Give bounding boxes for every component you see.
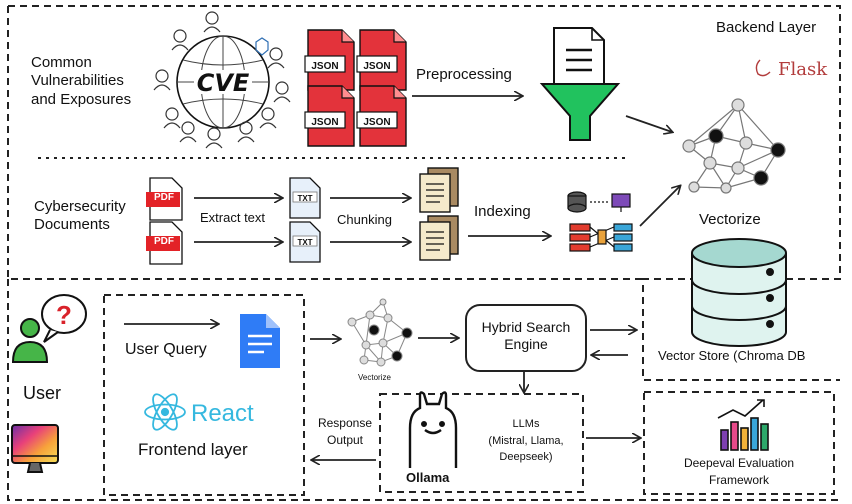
txt-file-icons (289, 177, 321, 263)
system-boundary (7, 279, 840, 501)
vectorize-small-label: Vectorize (358, 373, 391, 382)
user-icon (11, 294, 87, 363)
json-file-icons (304, 29, 407, 147)
flow-arrows (124, 96, 680, 460)
frontend-layer-box (103, 294, 305, 496)
backend-layer-title: Backend Layer (716, 19, 817, 36)
computer-monitor-icon (11, 424, 59, 473)
document-icon (240, 314, 280, 368)
react-logo-icon (144, 393, 186, 431)
json-tag-2: JSON (363, 61, 390, 72)
txt-tag-2: TXT (297, 238, 312, 247)
extract-text-label: Extract text (200, 210, 266, 225)
cve-logo-text: CVE (197, 69, 250, 97)
question-mark-icon: ? (56, 300, 72, 330)
llms-line1: LLMs (512, 418, 540, 430)
json-tag-4: JSON (363, 117, 390, 128)
vector-store-label: Vector Store (Chroma DB (658, 348, 806, 363)
flask-label: Flask (778, 59, 828, 80)
cve-label: Common Vulnerabilities and Exposures (31, 54, 131, 109)
ollama-label: Ollama (406, 470, 450, 485)
ollama-llama-icon (408, 391, 458, 468)
json-tag-1: JSON (311, 61, 338, 72)
response-line1: Response (317, 416, 373, 430)
eval-line2: Framework (708, 473, 769, 488)
documents-label-line1: Cybersecurity (34, 198, 126, 215)
user-label: User (23, 383, 62, 403)
llms-line2: (Mistral, Llama, (488, 434, 564, 447)
json-tag-3: JSON (311, 117, 338, 128)
document-chunk-icons (419, 167, 459, 261)
documents-label-line2: Documents (34, 216, 110, 234)
react-label: React (191, 400, 254, 427)
pdf-tag-1: PDF (154, 192, 174, 203)
evaluation-chart-icon (717, 399, 769, 451)
response-output-label: Response Output (310, 415, 380, 450)
hybrid-line1: Hybrid Search (481, 319, 571, 335)
vectorize-graph-small-icon (347, 298, 413, 367)
response-line2: Output (326, 433, 364, 448)
deepeval-label: Deepeval Evaluation Framework (664, 455, 814, 490)
llms-box (379, 393, 584, 493)
llms-label: LLMs (Mistral, Llama, Deepseek) (470, 416, 582, 466)
index-structure-icon (567, 191, 633, 252)
frontend-layer-title: Frontend layer (138, 440, 248, 459)
cve-globe-icon (176, 35, 270, 129)
arrow-index-to-vectors (639, 186, 680, 227)
vector-store-database-icon (691, 238, 787, 347)
user-query-label: User Query (125, 341, 207, 358)
deepeval-box (643, 391, 835, 495)
pdf-tag-2: PDF (154, 236, 174, 247)
pdf-file-icons (146, 177, 183, 265)
cve-label-line1: Common (31, 54, 92, 71)
preprocessing-label: Preprocessing (416, 66, 512, 83)
people-icons (153, 11, 291, 149)
indexing-label: Indexing (474, 203, 531, 220)
documents-label: Cybersecurity Documents (34, 198, 126, 235)
hybrid-search-engine-label: Hybrid Search Engine (466, 319, 586, 353)
funnel-filter-icon (539, 27, 621, 141)
flask-logo-icon (755, 59, 771, 77)
cve-label-line2: Vulnerabilities (31, 72, 124, 90)
llms-line3: Deepseek) (499, 451, 553, 463)
txt-tag-1: TXT (297, 194, 312, 203)
vectorize-label: Vectorize (699, 211, 761, 228)
arrow-funnel-to-vectors (625, 115, 672, 132)
hybrid-line2: Engine (504, 336, 548, 353)
chunking-label: Chunking (337, 212, 392, 227)
cve-label-line3: and Exposures (31, 90, 132, 108)
vector-graph-icon (682, 98, 786, 194)
hybrid-search-engine-box (465, 304, 587, 372)
eval-line1: Deepeval Evaluation (683, 456, 795, 470)
